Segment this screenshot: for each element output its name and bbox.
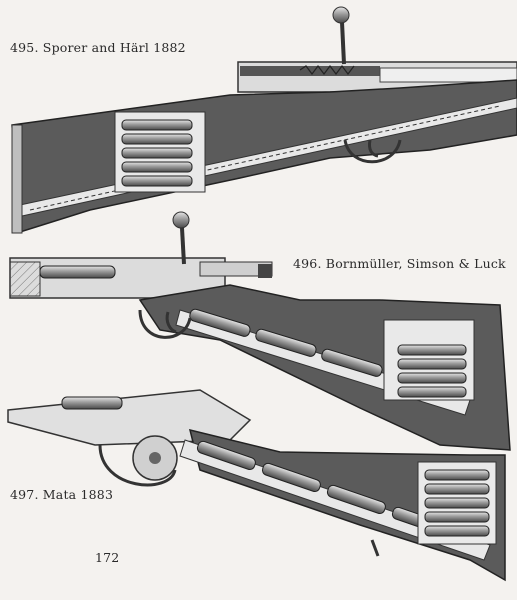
rifle-figure-496	[9, 211, 511, 451]
cartridge-stack	[121, 119, 193, 187]
trigger-guard	[343, 139, 402, 164]
trigger-guard	[98, 444, 177, 487]
cartridge-stack	[424, 469, 490, 537]
butt-plate	[11, 124, 23, 234]
cartridge-stack	[397, 344, 467, 398]
bolt-handle	[180, 227, 186, 265]
barrel	[379, 67, 517, 83]
magazine-spring	[29, 105, 501, 211]
magazine-tube	[179, 439, 491, 561]
bolt-knob	[172, 211, 190, 229]
chambered-cartridge	[39, 265, 116, 279]
chambered-cartridge	[61, 396, 123, 410]
trigger	[165, 311, 177, 334]
bolt-end	[258, 264, 272, 278]
figure-caption-495: 495. Sporer and Härl 1882	[10, 40, 186, 55]
mainspring	[299, 65, 355, 75]
rifle-figure-495	[11, 6, 517, 234]
trigger-guard	[138, 309, 192, 339]
rifle-figure-497	[7, 389, 506, 582]
trigger	[368, 139, 379, 158]
muzzle-section	[9, 261, 41, 297]
bolt-handle	[340, 21, 346, 65]
bolt-knob	[332, 6, 350, 24]
figure-caption-496: 496. Bornmüller, Simson & Luck	[293, 256, 506, 271]
sling-swivel	[370, 539, 380, 557]
page-number: 172	[95, 550, 120, 565]
lock-pivot	[149, 452, 161, 464]
figure-caption-497: 497. Mata 1883	[10, 487, 114, 502]
